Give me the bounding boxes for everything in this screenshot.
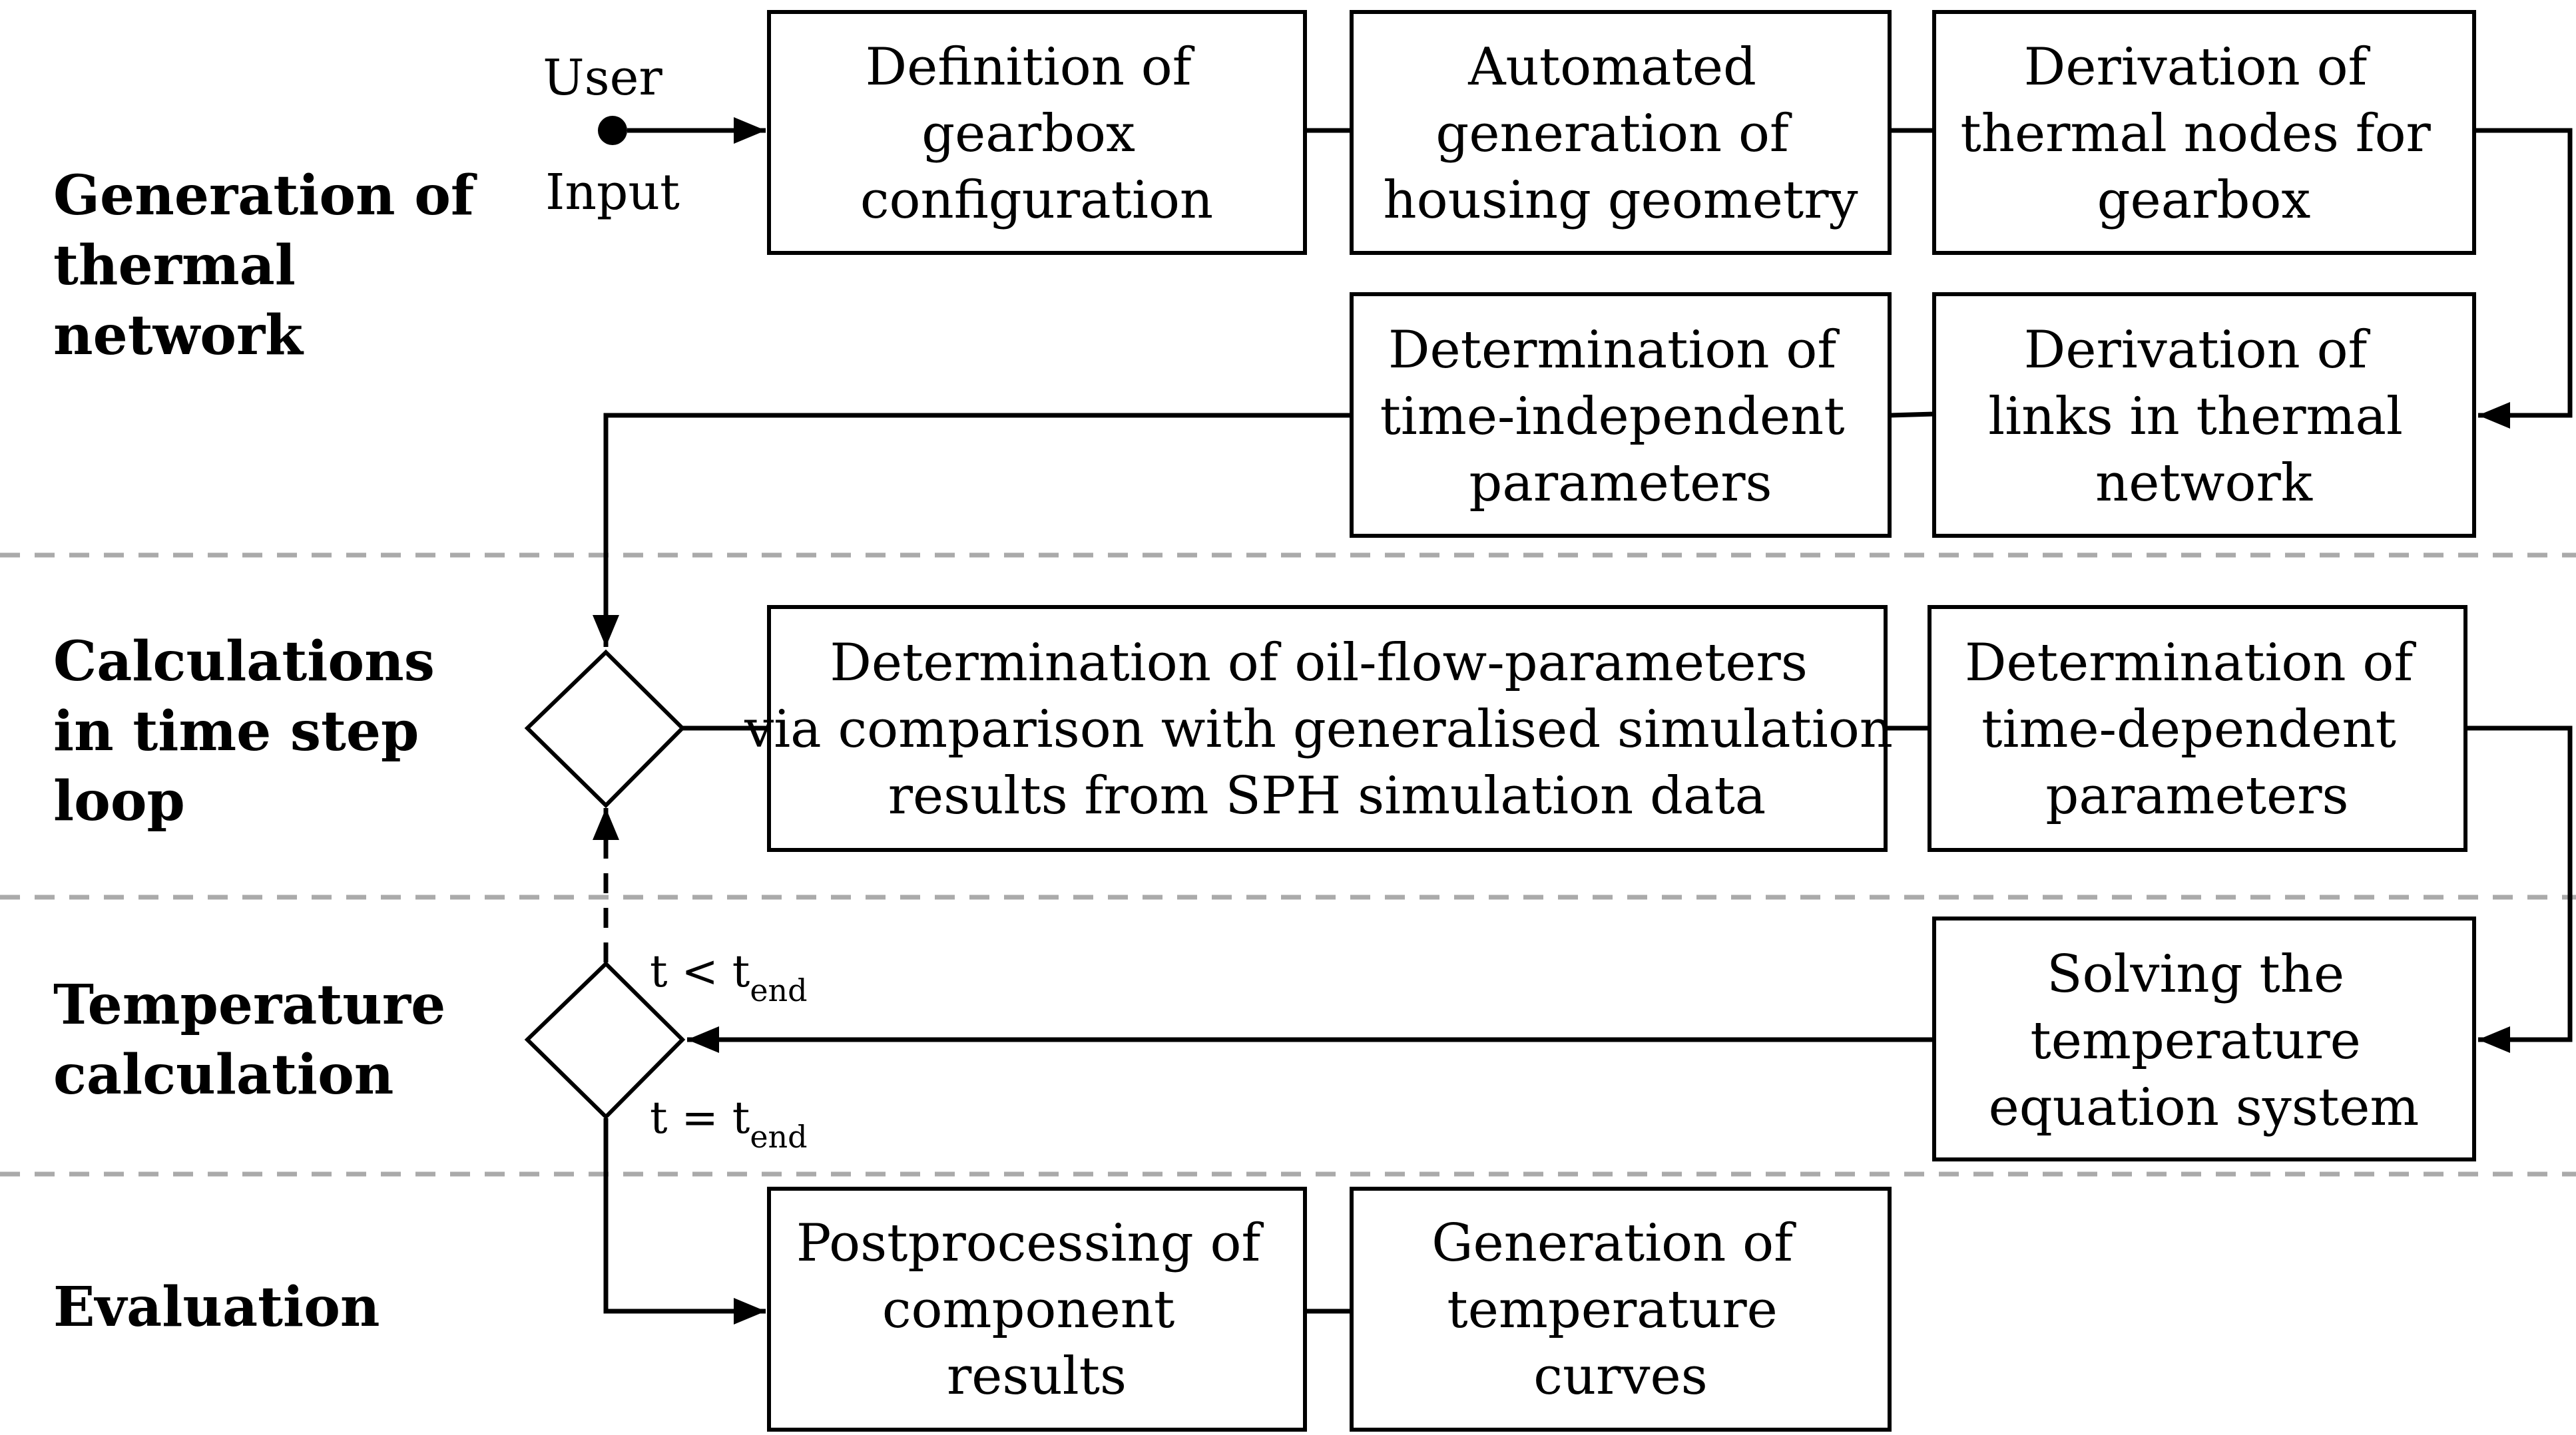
box-time-dependent: Determination of time-dependent paramete…: [1928, 605, 2467, 852]
loop-decision-diamond: [524, 649, 686, 809]
box-solving: Solving the temperature equation system: [1932, 917, 2476, 1161]
box-postprocessing: Postprocessing of component results: [767, 1187, 1307, 1432]
arrow-time-independent-to-loop: [593, 413, 1352, 647]
user-input-label-top: User: [543, 49, 662, 106]
svg-text:Determination of oil-flow-para: Determination of oil-flow-parameters via…: [744, 633, 1910, 826]
svg-text:Generation of temperatur: Generation of temperature curves: [1431, 1213, 1810, 1406]
condition-exit-label: t = tend: [650, 1092, 808, 1155]
lane-label-evaluation: Evaluation: [53, 1275, 380, 1339]
svg-text:Derivation of thermal no: Derivation of thermal nodes for gearbox: [1960, 37, 2447, 230]
connector-links-time-independent: [1889, 411, 1935, 418]
svg-text:Determination of time-in: Determination of time-independent parame…: [1380, 320, 1862, 513]
box-housing-geometry: Automated generation of housing geometry: [1350, 10, 1892, 255]
lane-label-generation: Generation of thermal network: [53, 164, 493, 367]
svg-text:Solving the temperature: Solving the temperature equation system: [1989, 944, 2420, 1137]
svg-text:Definition of gearbox: Definition of gearbox configuration: [860, 37, 1213, 230]
arrow-time-dependent-to-solving: [2465, 725, 2573, 1053]
end-check-diamond: [524, 960, 686, 1120]
box-thermal-links: Derivation of links in thermal network: [1932, 292, 2476, 538]
condition-loop-label: t < tend: [650, 946, 808, 1008]
svg-text:Derivation of links in t: Derivation of links in thermal network: [1988, 320, 2419, 513]
box-definition: Definition of gearbox configuration: [767, 10, 1307, 255]
lane-label-calculations: Calculations in time step loop: [53, 630, 453, 833]
box-temperature-curves: Generation of temperature curves: [1350, 1187, 1892, 1432]
box-time-independent: Determination of time-independent parame…: [1350, 292, 1892, 538]
svg-text:Determination of time-de: Determination of time-dependent paramete…: [1965, 633, 2430, 826]
arrow-check-to-postprocessing: [603, 1118, 766, 1325]
svg-text:Postprocessing of compon: Postprocessing of component results: [796, 1213, 1277, 1406]
lane-label-temperature: Temperature calculation: [53, 973, 465, 1107]
svg-text:Automated generation of: Automated generation of housing geometry: [1383, 37, 1858, 230]
box-oil-flow: Determination of oil-flow-parameters via…: [744, 605, 1910, 852]
box-thermal-nodes: Derivation of thermal nodes for gearbox: [1932, 10, 2476, 255]
user-input-label-bottom: Input: [545, 164, 680, 221]
user-input-start-dot: [598, 116, 627, 145]
arrow-nodes-to-links: [2474, 128, 2573, 429]
